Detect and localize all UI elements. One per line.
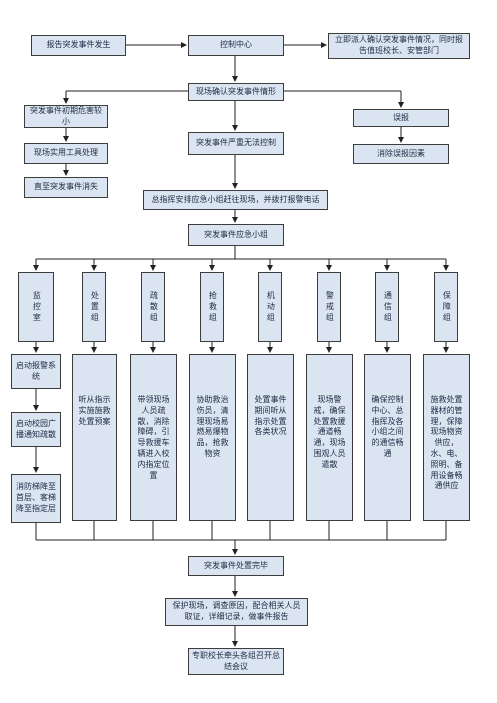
false-alarm-node: 误报 [353,109,449,127]
dispatch-node: 立即派人确认突发事件情况，同时报告值班校长、安管部门 [328,33,470,59]
monitor-task-elevator: 消防梯降至首层、客梯降至指定层 [11,474,61,523]
remove-false-alarm-node: 消除误报因素 [353,144,449,164]
onsite-tools-node: 现场实用工具处理 [24,143,108,164]
group-rescue: 抢救组 [200,272,224,342]
until-cleared-node: 直至突发事件消失 [24,177,108,198]
mobile-task: 处置事件期间听从指示处置各类状况 [247,354,294,521]
team-node: 突发事件应急小组 [188,224,284,246]
control-center-node: 控制中心 [188,35,284,56]
monitor-task-broadcast: 启动校园广播通知疏散 [11,412,61,447]
group-support: 保障组 [434,272,458,342]
group-guard: 警戒组 [317,272,341,342]
completed-node: 突发事件处置完毕 [188,556,284,576]
group-mobile: 机动组 [258,272,282,342]
rescue-task: 协助救治伤员，清理现场易燃易爆物品，抢救物资 [189,354,236,521]
handling-task: 听从指示实施施救处置预案 [72,354,117,521]
group-evacuation: 疏散组 [141,272,165,342]
group-handling: 处置组 [82,272,106,342]
evacuation-task: 带领现场人员疏散，消除障碍，引导救援车辆进入校内指定位置 [130,354,177,521]
minor-incident-node: 突发事件初期危害较小 [24,105,108,128]
summary-meeting-node: 专职校长牵头各组召开总结会议 [188,648,284,675]
guard-task: 现场警戒，确保处置救援通道畅通，现场围观人员遣散 [306,354,353,521]
communication-task: 确保控制中心、总指挥及各小组之间的通信畅通 [364,354,411,521]
support-task: 施救处置器材的管理，保障现场物资供应，水、电、照明、备用设备畅通供应 [423,354,470,521]
protect-scene-node: 保护现场，调查原因，配合相关人员取证，详细记录，做事件报告 [165,598,308,626]
report-node: 报告突发事件发生 [31,35,126,56]
command-node: 总指挥安排应急小组赶往现场，并拨打报警电话 [143,190,328,210]
monitor-task-alarm: 启动报警系统 [11,354,61,389]
confirm-node: 现场确认突发事件情形 [188,83,284,101]
group-monitor-room: 监控室 [18,272,54,342]
group-communication: 通信组 [375,272,399,342]
severe-incident-node: 突发事件严重无法控制 [188,132,284,155]
